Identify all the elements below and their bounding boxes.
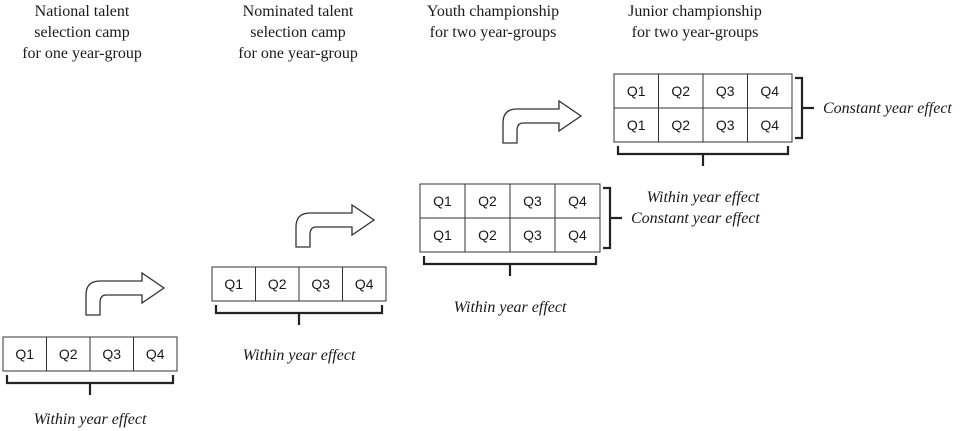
- quarter-label: Q2: [671, 83, 690, 99]
- step-arrow-icon: [502, 99, 583, 144]
- quarter-label: Q1: [627, 117, 646, 133]
- stage-title-line: selection camp: [34, 24, 130, 41]
- constant-year-label: Constant year effect: [631, 210, 760, 227]
- quarter-cell: [342, 266, 387, 302]
- within-year-brace: [214, 305, 384, 325]
- quarter-cell: [613, 107, 659, 143]
- quarter-label: Q2: [478, 193, 497, 209]
- brace-line: [795, 76, 804, 140]
- within-year-label: Within year effect: [454, 299, 567, 316]
- quarter-label: Q3: [102, 346, 121, 362]
- quarter-label: Q4: [568, 193, 587, 209]
- quarter-cell: [509, 217, 556, 253]
- brace-line: [616, 146, 790, 156]
- within-year-label: Within year effect: [243, 347, 356, 364]
- within-year-label: Within year effect: [647, 189, 760, 206]
- quarter-label: Q1: [15, 346, 34, 362]
- quarter-label: Q4: [355, 276, 374, 292]
- quarter-label: Q2: [478, 227, 497, 243]
- quarter-label: Q4: [760, 83, 779, 99]
- within-year-brace: [422, 256, 598, 276]
- stage-title-line: for two year-groups: [430, 24, 557, 41]
- stage-title-line: for one year-group: [22, 45, 142, 62]
- quarter-label: Q3: [523, 193, 542, 209]
- stage-title-line: selection camp: [250, 24, 346, 41]
- stage-title-line: Junior championship: [628, 3, 762, 20]
- brace-line: [422, 256, 598, 266]
- constant-year-brace: [795, 76, 814, 140]
- quarter-cell: [464, 217, 511, 253]
- within-year-brace: [616, 146, 790, 166]
- stage-2: Nominated talent selection camp for one ye…: [211, 3, 387, 364]
- stage-1: National talent selection camp for one yea…: [2, 3, 178, 428]
- quarter-cell: [658, 73, 704, 109]
- quarter-cell: [747, 107, 793, 143]
- bent-arrow-shape: [85, 271, 166, 316]
- stage-4: Junior championship for two year-groupsQ1…: [613, 3, 952, 206]
- brace-line: [214, 305, 384, 315]
- constant-year-brace: [603, 186, 622, 250]
- brace-line: [603, 186, 612, 250]
- quarter-cell: [554, 183, 601, 219]
- bent-arrow-shape: [502, 99, 583, 144]
- quarter-label: Q1: [433, 227, 452, 243]
- quarter-label: Q1: [433, 193, 452, 209]
- step-arrow-icon: [295, 203, 376, 248]
- quarter-cell: [702, 73, 748, 109]
- constant-year-label: Constant year effect: [823, 100, 952, 117]
- quarter-label: Q4: [568, 227, 587, 243]
- quarter-cell: [89, 336, 134, 372]
- quarter-label: Q1: [224, 276, 243, 292]
- quarter-label: Q3: [311, 276, 330, 292]
- within-year-label: Within year effect: [34, 411, 147, 428]
- quarter-label: Q2: [59, 346, 78, 362]
- stage-title-line: Nominated talent: [243, 3, 354, 20]
- quarter-cell: [747, 73, 793, 109]
- within-year-brace: [5, 375, 175, 395]
- quarter-label: Q4: [146, 346, 165, 362]
- bent-arrow-shape: [295, 203, 376, 248]
- quarter-label: Q1: [627, 83, 646, 99]
- quarter-label: Q3: [716, 117, 735, 133]
- brace-line: [5, 375, 175, 385]
- quarter-cell: [554, 217, 601, 253]
- quarter-label: Q2: [268, 276, 287, 292]
- step-arrow-icon: [85, 271, 166, 316]
- quarter-label: Q3: [716, 83, 735, 99]
- quarter-cell: [509, 183, 556, 219]
- stage-title-line: for one year-group: [238, 45, 358, 62]
- quarter-label: Q3: [523, 227, 542, 243]
- stage-title-line: Youth championship: [427, 3, 559, 20]
- quarter-label: Q2: [671, 117, 690, 133]
- quarter-label: Q4: [760, 117, 779, 133]
- quarter-cell: [46, 336, 91, 372]
- quarter-cell: [658, 107, 704, 143]
- quarter-cell: [133, 336, 178, 372]
- quarter-cell: [2, 336, 47, 372]
- stage-title-line: National talent: [35, 3, 130, 20]
- stage-title-line: for two year-groups: [632, 24, 759, 41]
